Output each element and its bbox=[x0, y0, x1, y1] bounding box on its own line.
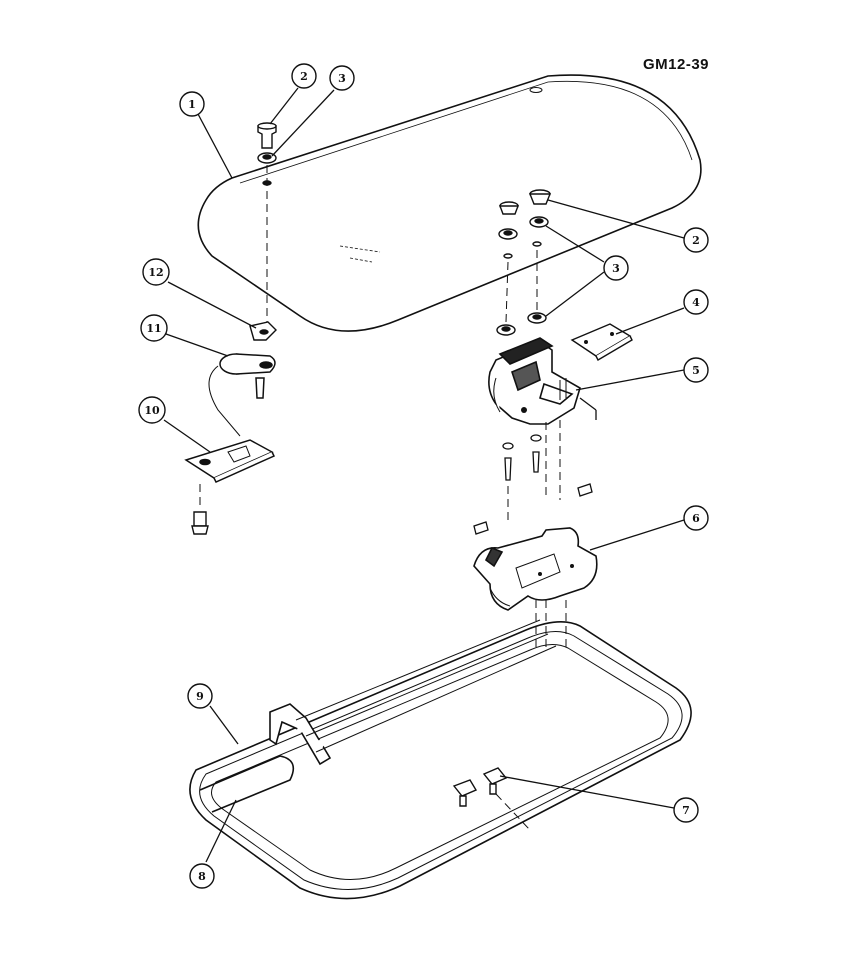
leader-7 bbox=[499, 775, 675, 809]
screws-below-latch bbox=[473, 434, 593, 535]
leader-5 bbox=[575, 369, 685, 391]
svg-text:1: 1 bbox=[188, 98, 196, 111]
retainer-plate bbox=[184, 439, 276, 483]
latch-body bbox=[488, 337, 581, 425]
leader-2b bbox=[547, 199, 685, 239]
callout-11: 11 bbox=[140, 314, 168, 342]
svg-text:11: 11 bbox=[146, 322, 161, 335]
svg-text:6: 6 bbox=[692, 512, 700, 525]
svg-text:5: 5 bbox=[692, 364, 700, 377]
callout-9: 9 bbox=[187, 683, 213, 709]
leader-6 bbox=[589, 519, 685, 551]
svg-text:10: 10 bbox=[144, 404, 160, 417]
leader-11 bbox=[165, 333, 229, 357]
leader-8 bbox=[205, 799, 237, 863]
svg-text:7: 7 bbox=[682, 804, 690, 817]
svg-text:9: 9 bbox=[196, 690, 204, 703]
callout-12: 12 bbox=[142, 258, 170, 286]
glass-panel bbox=[197, 74, 702, 332]
svg-text:12: 12 bbox=[148, 266, 163, 279]
leader-3b-2 bbox=[545, 271, 605, 317]
axis-right-a bbox=[505, 261, 509, 323]
hinge-plate bbox=[570, 323, 633, 361]
axis-clips bbox=[495, 793, 531, 831]
leader-3a bbox=[271, 89, 335, 157]
svg-text:3: 3 bbox=[612, 262, 620, 275]
handle-housing bbox=[473, 527, 598, 611]
plate-screw bbox=[191, 511, 209, 535]
callout-3-right: 3 bbox=[603, 255, 629, 281]
latch-bracket-line bbox=[579, 397, 597, 411]
right-bolt-b bbox=[528, 189, 552, 205]
leader-1 bbox=[197, 113, 233, 179]
callout-2-right: 2 bbox=[683, 227, 709, 253]
svg-text:3: 3 bbox=[338, 72, 346, 85]
right-washer-b bbox=[503, 216, 549, 259]
callout-10: 10 bbox=[138, 396, 166, 424]
leader-3b-1 bbox=[545, 225, 605, 263]
callout-2-top: 2 bbox=[291, 63, 317, 89]
right-bolt-a bbox=[498, 201, 520, 215]
leader-9 bbox=[209, 705, 239, 745]
stop-washer bbox=[249, 321, 277, 341]
callout-1: 1 bbox=[179, 91, 205, 117]
top-bolt-left bbox=[257, 122, 277, 149]
leader-4 bbox=[615, 307, 685, 335]
right-washer-lower bbox=[496, 312, 547, 336]
callout-4: 4 bbox=[683, 289, 709, 315]
window-frame bbox=[189, 619, 692, 900]
callout-6: 6 bbox=[683, 505, 709, 531]
link-bracket bbox=[208, 353, 276, 437]
callout-3-top: 3 bbox=[329, 65, 355, 91]
svg-text:4: 4 bbox=[692, 296, 700, 309]
callout-7: 7 bbox=[673, 797, 699, 823]
frame-clips bbox=[452, 767, 508, 807]
callout-8: 8 bbox=[189, 863, 215, 889]
svg-text:2: 2 bbox=[692, 234, 700, 247]
callout-5: 5 bbox=[683, 357, 709, 383]
svg-text:8: 8 bbox=[198, 870, 206, 883]
leader-12 bbox=[167, 281, 257, 329]
svg-text:2: 2 bbox=[300, 70, 308, 83]
figure-code: GM12-39 bbox=[643, 56, 710, 73]
leader-2a bbox=[269, 87, 299, 125]
leader-10 bbox=[163, 419, 211, 453]
right-washer-a bbox=[498, 228, 518, 240]
